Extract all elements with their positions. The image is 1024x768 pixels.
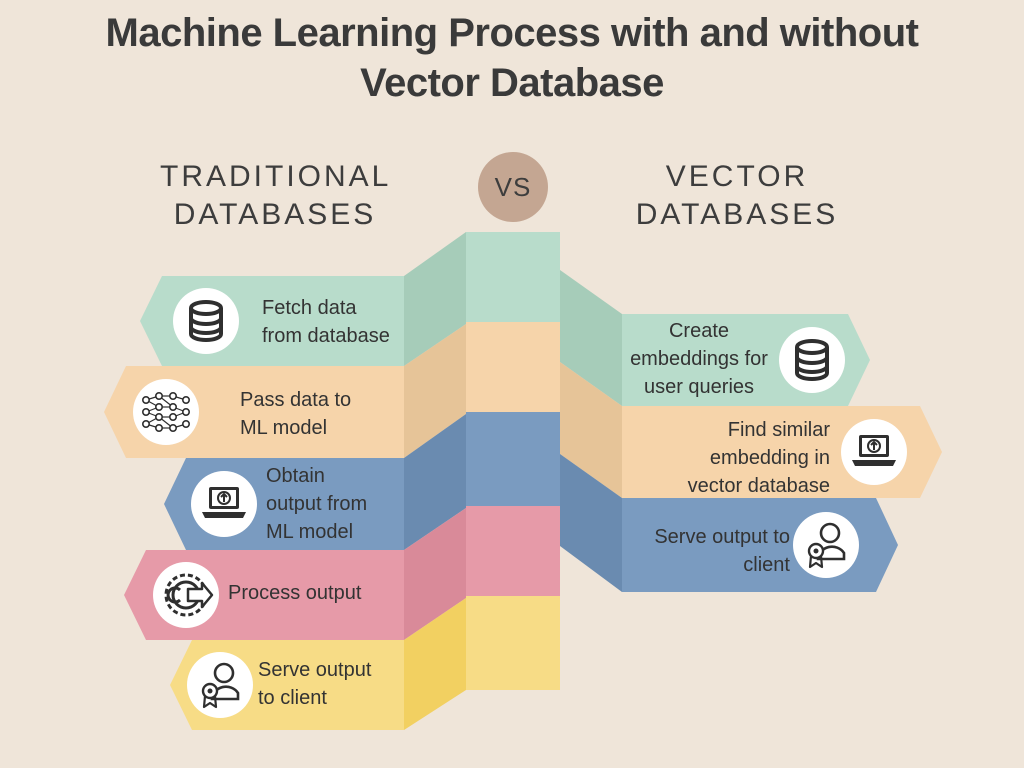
label-line: client bbox=[743, 554, 790, 576]
center-segment-yellow bbox=[466, 596, 560, 690]
user-award-icon bbox=[187, 652, 253, 718]
step-serve-output-right-label: Serve output to client bbox=[620, 523, 790, 579]
neural-network-icon bbox=[133, 379, 199, 445]
label-line: ML model bbox=[266, 521, 354, 543]
vs-badge: VS bbox=[478, 152, 548, 222]
label-line: user queries bbox=[643, 376, 755, 398]
label-line: vector database bbox=[687, 475, 830, 497]
laptop-upload-icon bbox=[841, 419, 907, 485]
label-line: to client bbox=[258, 687, 327, 709]
right-connectors bbox=[560, 270, 622, 592]
step-pass-data-label: Pass data to ML model bbox=[240, 386, 351, 442]
right-connector-blue bbox=[560, 454, 622, 592]
center-segment-pink bbox=[466, 506, 560, 598]
label-line: Create bbox=[668, 320, 730, 342]
center-segment-blue bbox=[466, 412, 560, 508]
right-connector-orange bbox=[560, 362, 622, 498]
traditional-header-line-1: TRADITIONAL bbox=[160, 160, 392, 193]
label-line: from database bbox=[262, 325, 390, 347]
title-line-1: Machine Learning Process with and withou… bbox=[105, 11, 919, 55]
user-award-icon bbox=[793, 512, 859, 578]
step-obtain-output-label: Obtain output from ML model bbox=[266, 462, 367, 546]
vector-header-line-2: DATABASES bbox=[635, 198, 839, 231]
label-line: Serve output to bbox=[654, 526, 790, 548]
center-segment-green bbox=[466, 232, 560, 324]
step-find-similar-label: Find similar embedding in vector databas… bbox=[650, 416, 830, 500]
title-line-2: Vector Database bbox=[360, 61, 664, 105]
left-connector-orange bbox=[404, 324, 466, 458]
left-connector-green bbox=[404, 232, 466, 366]
vector-header-line-1: VECTOR bbox=[665, 160, 809, 193]
right-connector-green bbox=[560, 270, 622, 406]
step-fetch-data-label: Fetch data from database bbox=[262, 294, 390, 350]
page-title: Machine Learning Process with and withou… bbox=[0, 8, 1024, 108]
database-icon bbox=[173, 288, 239, 354]
label-line: Process output bbox=[228, 582, 362, 604]
label-line: Obtain bbox=[266, 465, 325, 487]
label-line: Fetch data bbox=[262, 297, 357, 319]
label-line: Serve output bbox=[258, 659, 372, 681]
step-process-output-label: Process output bbox=[228, 579, 361, 607]
left-connectors bbox=[404, 232, 466, 730]
left-connector-blue bbox=[404, 414, 466, 550]
traditional-header-line-2: DATABASES bbox=[173, 198, 377, 231]
traditional-header: TRADITIONAL DATABASES bbox=[160, 158, 390, 234]
laptop-upload-icon bbox=[191, 471, 257, 537]
step-create-embeddings-label: Create embeddings for user queries bbox=[624, 317, 774, 401]
left-connector-pink bbox=[404, 508, 466, 640]
vector-header: VECTOR DATABASES bbox=[622, 158, 852, 234]
label-line: ML model bbox=[240, 417, 328, 439]
center-column bbox=[466, 232, 560, 690]
label-line: Pass data to bbox=[240, 389, 352, 411]
center-segment-orange bbox=[466, 322, 560, 414]
process-gear-icon bbox=[153, 562, 219, 628]
database-icon bbox=[779, 327, 845, 393]
step-serve-output-left-label: Serve output to client bbox=[258, 656, 371, 712]
label-line: embeddings for bbox=[630, 348, 768, 370]
label-line: embedding in bbox=[709, 447, 830, 469]
label-line: output from bbox=[266, 493, 368, 515]
label-line: Find similar bbox=[727, 419, 830, 441]
left-connector-yellow bbox=[404, 598, 466, 730]
